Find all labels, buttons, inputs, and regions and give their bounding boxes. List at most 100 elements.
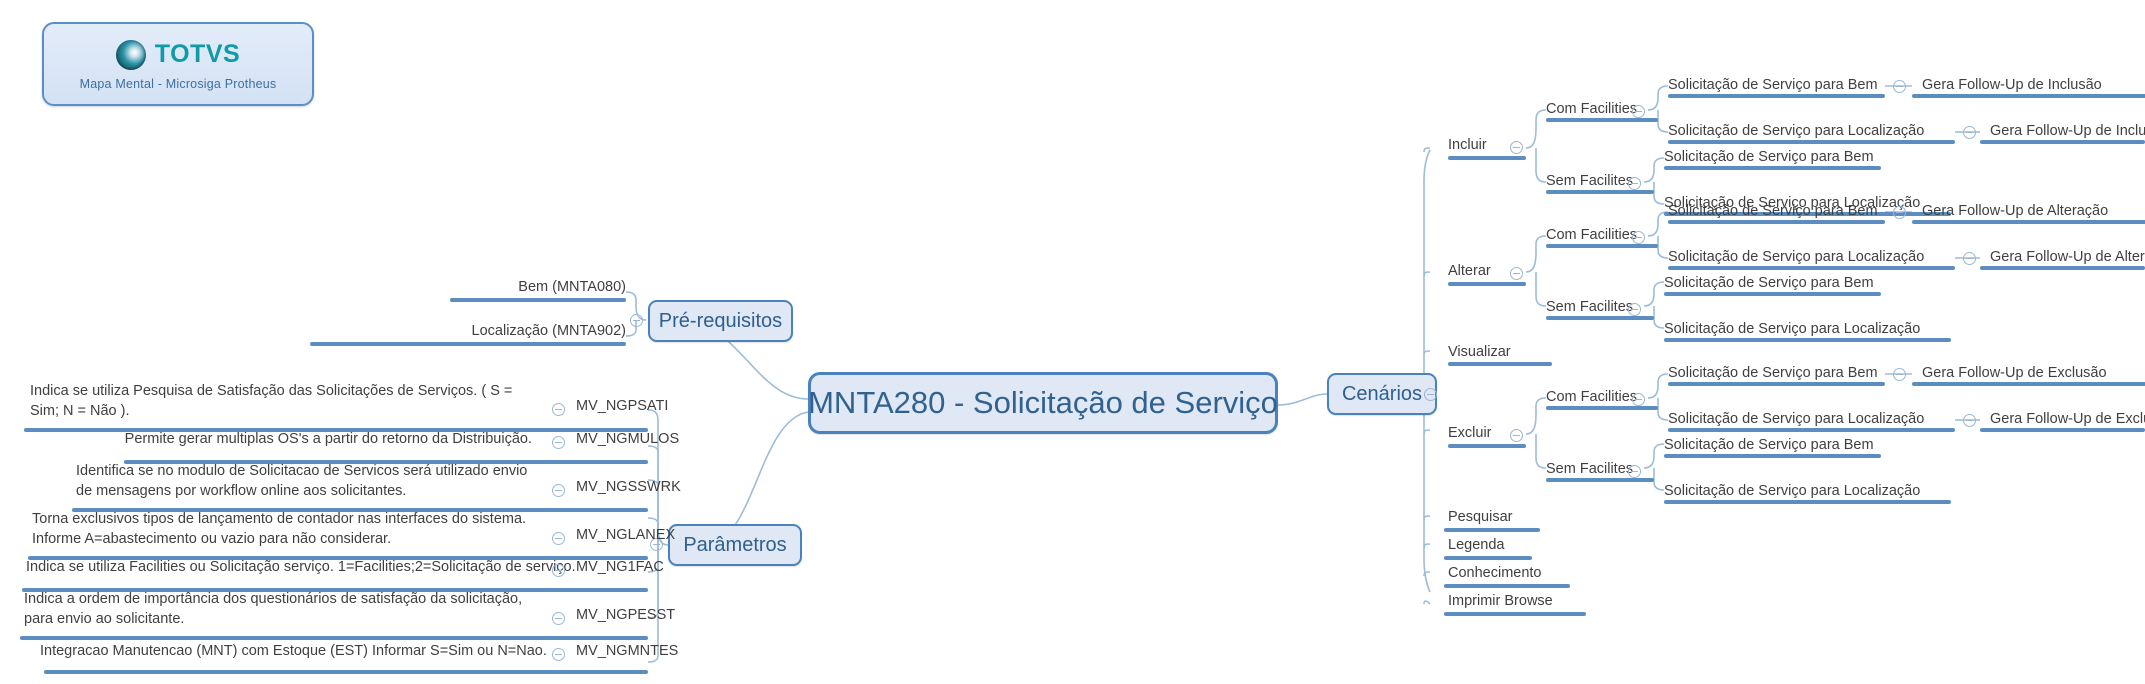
excluir-sem-facilities[interactable]: Sem Facilites <box>1546 461 1634 477</box>
underline-bar <box>1664 500 1951 504</box>
excluir-com-followup[interactable]: Gera Follow-Up de Exclusão <box>1990 411 2145 427</box>
parametro-description[interactable]: Indica se utiliza Facilities ou Solicita… <box>26 559 576 575</box>
parametro-code[interactable]: MV_NG1FAC <box>576 559 664 575</box>
logo-row: TOTVS <box>115 39 240 70</box>
collapse-icon-leaf[interactable] <box>1893 206 1906 219</box>
parametro-code[interactable]: MV_NGLANEX <box>576 527 676 543</box>
cenario-legenda[interactable]: Legenda <box>1448 537 1505 553</box>
collapse-icon-alterar-sem[interactable] <box>1628 303 1641 316</box>
collapse-icon-alterar-com[interactable] <box>1632 231 1645 244</box>
alterar-com-facilities[interactable]: Com Facilities <box>1546 227 1638 243</box>
parametro-description[interactable]: Indica a ordem de importância dos questi… <box>24 591 523 627</box>
underline-bar <box>1444 612 1586 616</box>
collapse-icon-param[interactable] <box>552 484 565 497</box>
underline-bar <box>1444 584 1570 588</box>
collapse-icon-param[interactable] <box>552 436 565 449</box>
collapse-icon-param[interactable] <box>552 564 565 577</box>
parametro-description[interactable]: Permite gerar multiplas OS's a partir do… <box>124 431 532 447</box>
underline-bar <box>1546 478 1654 482</box>
excluir-com-item[interactable]: Solicitação de Serviço para Bem <box>1668 365 1878 381</box>
collapse-icon-incluir[interactable] <box>1510 141 1523 154</box>
collapse-icon-incluir-sem[interactable] <box>1628 177 1641 190</box>
alterar-com-item[interactable]: Solicitação de Serviço para Localização <box>1668 249 1925 265</box>
incluir-com-facilities[interactable]: Com Facilities <box>1546 101 1638 117</box>
collapse-icon-leaf[interactable] <box>1893 80 1906 93</box>
incluir-com-item[interactable]: Solicitação de Serviço para Bem <box>1668 77 1878 93</box>
collapse-icon-leaf[interactable] <box>1963 126 1976 139</box>
incluir-sem-facilities[interactable]: Sem Facilites <box>1546 173 1634 189</box>
parametro-code[interactable]: MV_NGMNTES <box>576 643 679 659</box>
incluir-com-item[interactable]: Solicitação de Serviço para Localização <box>1668 123 1925 139</box>
branch-prerequisitos[interactable]: Pré-requisitos <box>648 300 793 342</box>
collapse-icon-excluir-com[interactable] <box>1632 393 1645 406</box>
underline-bar <box>1448 282 1526 286</box>
underline-bar <box>1668 94 1885 98</box>
underline-bar <box>1444 528 1540 532</box>
incluir-com-followup[interactable]: Gera Follow-Up de Inclusão <box>1990 123 2145 139</box>
parametro-code[interactable]: MV_NGPESST <box>576 607 676 623</box>
alterar-com-item[interactable]: Solicitação de Serviço para Bem <box>1668 203 1878 219</box>
alterar-sem-item[interactable]: Solicitação de Serviço para Bem <box>1664 275 1874 291</box>
parametro-description[interactable]: Integracao Manutencao (MNT) com Estoque … <box>40 643 547 659</box>
underline-bar <box>24 428 648 432</box>
underline-bar <box>1664 338 1951 342</box>
parametro-description[interactable]: Indica se utiliza Pesquisa de Satisfação… <box>30 383 513 419</box>
underline-bar <box>1912 220 2145 224</box>
parametro-description[interactable]: Identifica se no modulo de Solicitacao d… <box>76 463 528 499</box>
cenario-alterar[interactable]: Alterar <box>1448 263 1491 279</box>
parametro-code[interactable]: MV_NGPSATI <box>576 398 669 414</box>
cenario-excluir[interactable]: Excluir <box>1448 425 1492 441</box>
underline-bar <box>1668 220 1885 224</box>
cenario-visualizar[interactable]: Visualizar <box>1448 344 1511 360</box>
parametro-description[interactable]: Torna exclusivos tipos de lançamento de … <box>32 511 527 547</box>
collapse-icon-leaf[interactable] <box>1963 414 1976 427</box>
excluir-com-followup[interactable]: Gera Follow-Up de Exclusão <box>1922 365 2107 381</box>
collapse-icon-leaf[interactable] <box>1893 368 1906 381</box>
underline-bar <box>44 670 648 674</box>
underline-bar <box>1448 444 1526 448</box>
central-node[interactable]: MNTA280 - Solicitação de Serviço <box>808 372 1278 434</box>
alterar-com-followup[interactable]: Gera Follow-Up de Alteração <box>1990 249 2145 265</box>
incluir-sem-item[interactable]: Solicitação de Serviço para Localização <box>1664 195 1921 211</box>
underline-bar <box>1546 190 1654 194</box>
collapse-icon-param[interactable] <box>552 612 565 625</box>
collapse-icon-leaf[interactable] <box>1963 252 1976 265</box>
underline-bar <box>28 556 648 560</box>
alterar-sem-facilities[interactable]: Sem Facilites <box>1546 299 1634 315</box>
underline-bar <box>1668 382 1885 386</box>
prerequisito-item-bem[interactable]: Bem (MNTA080) <box>518 279 626 295</box>
collapse-icon-parametros[interactable] <box>650 538 663 551</box>
branch-cenarios[interactable]: Cenários <box>1327 373 1437 415</box>
collapse-icon-excluir[interactable] <box>1510 429 1523 442</box>
underline-bar <box>1912 94 2145 98</box>
excluir-sem-item[interactable]: Solicitação de Serviço para Localização <box>1664 483 1921 499</box>
collapse-icon-param[interactable] <box>552 532 565 545</box>
underline-bar <box>450 298 626 302</box>
alterar-sem-item[interactable]: Solicitação de Serviço para Localização <box>1664 321 1921 337</box>
incluir-sem-item[interactable]: Solicitação de Serviço para Bem <box>1664 149 1874 165</box>
collapse-icon-param[interactable] <box>552 648 565 661</box>
collapse-icon-excluir-sem[interactable] <box>1628 465 1641 478</box>
collapse-icon-alterar[interactable] <box>1510 267 1523 280</box>
excluir-com-facilities[interactable]: Com Facilities <box>1546 389 1638 405</box>
excluir-com-item[interactable]: Solicitação de Serviço para Localização <box>1668 411 1925 427</box>
prerequisito-item-localizacao[interactable]: Localização (MNTA902) <box>471 323 626 339</box>
underline-bar <box>1664 454 1881 458</box>
alterar-com-followup[interactable]: Gera Follow-Up de Alteração <box>1922 203 2109 219</box>
incluir-com-followup[interactable]: Gera Follow-Up de Inclusão <box>1922 77 2102 93</box>
cenario-conhecimento[interactable]: Conhecimento <box>1448 565 1542 581</box>
collapse-icon-param[interactable] <box>552 403 565 416</box>
parametro-code[interactable]: MV_NGSSWRK <box>576 479 681 495</box>
collapse-icon-prerequisitos[interactable] <box>630 314 643 327</box>
cenario-incluir[interactable]: Incluir <box>1448 137 1487 153</box>
parametro-code[interactable]: MV_NGMULOS <box>576 431 680 447</box>
cenario-imprimir-browse[interactable]: Imprimir Browse <box>1448 593 1553 609</box>
cenario-pesquisar[interactable]: Pesquisar <box>1448 509 1513 525</box>
collapse-icon-cenarios[interactable] <box>1424 388 1437 401</box>
branch-parametros[interactable]: Parâmetros <box>668 524 802 566</box>
underline-bar <box>1668 266 1955 270</box>
excluir-sem-item[interactable]: Solicitação de Serviço para Bem <box>1664 437 1874 453</box>
collapse-icon-incluir-com[interactable] <box>1632 105 1645 118</box>
underline-bar <box>72 508 648 512</box>
